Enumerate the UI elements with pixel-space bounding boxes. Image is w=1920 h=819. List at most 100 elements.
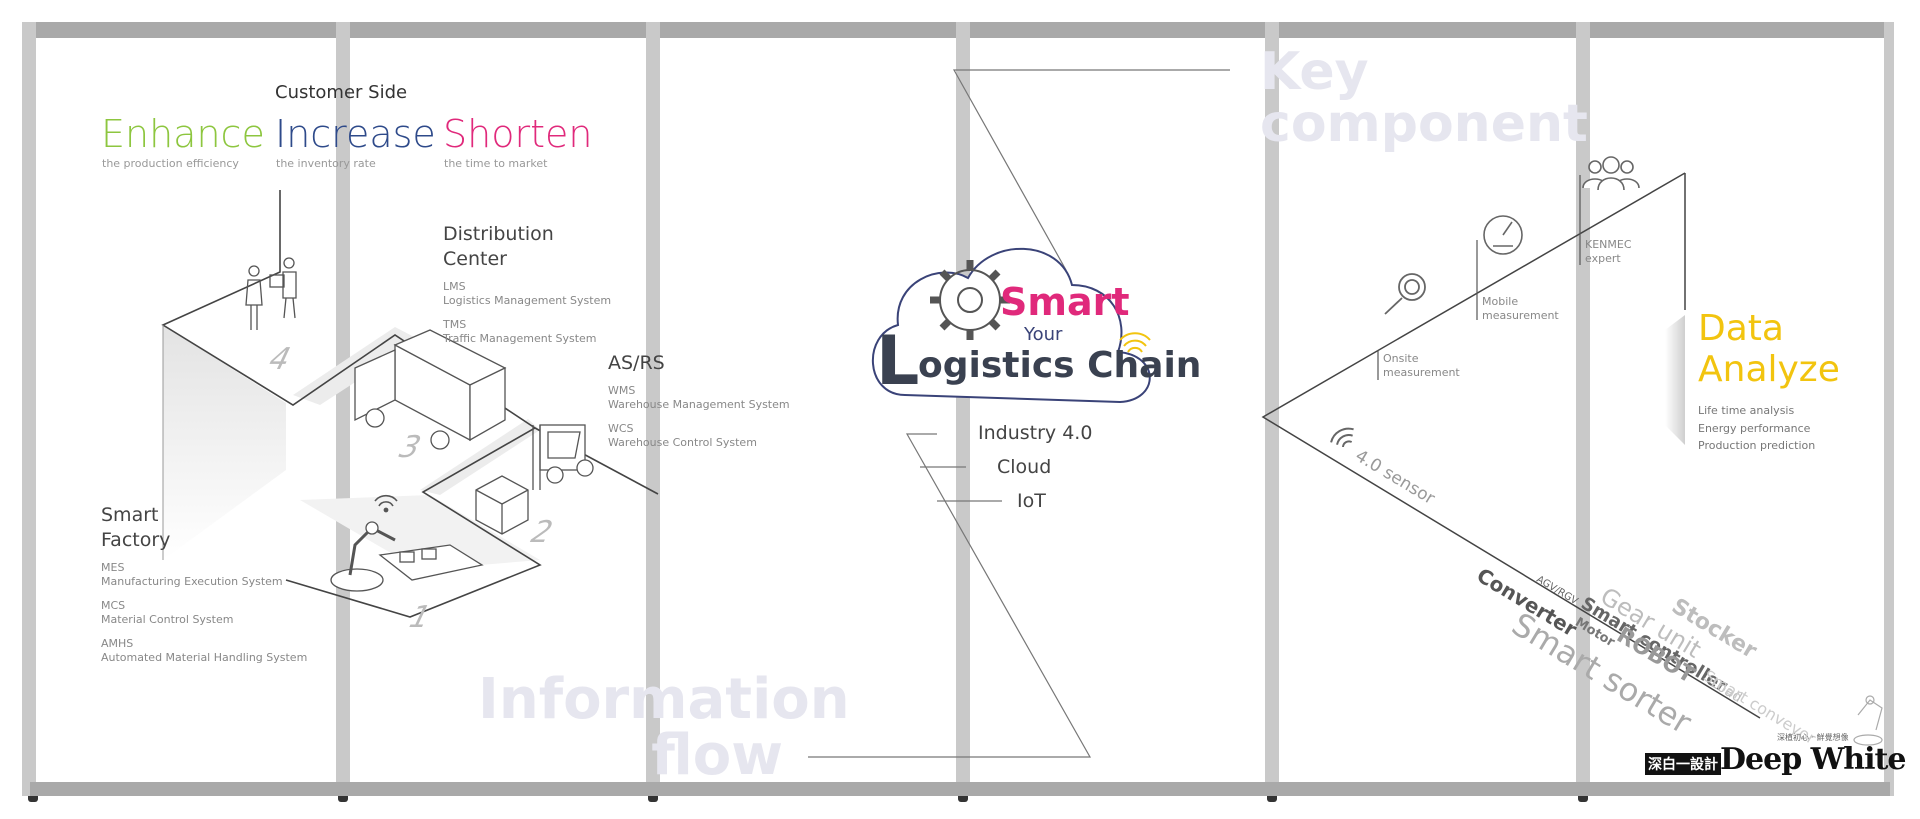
system-item: MCS Material Control System (101, 599, 233, 628)
frame-post (1265, 22, 1279, 796)
panel (1590, 38, 1884, 782)
ghost-line: Information (478, 667, 850, 732)
system-item: MES Manufacturing Execution System (101, 561, 283, 590)
system-name: Warehouse Management System (608, 398, 790, 412)
measurement-line: measurement (1383, 366, 1460, 380)
data-analyze-title: Data Analyze (1698, 308, 1840, 391)
system-abbr: TMS (443, 318, 467, 331)
frame-foot (958, 796, 968, 802)
ghost-line: flow (651, 723, 783, 788)
system-item: WMS Warehouse Management System (608, 384, 790, 413)
distribution-title-line: Center (443, 247, 507, 270)
system-item: TMS Traffic Management System (443, 318, 597, 347)
system-abbr: MCS (101, 599, 126, 612)
system-name: Material Control System (101, 613, 234, 627)
system-abbr: MES (101, 561, 125, 574)
frame-foot (648, 796, 658, 802)
system-item: AMHS Automated Material Handling System (101, 637, 307, 666)
brand-logo-cn: 深白一設計 (1645, 753, 1721, 775)
system-abbr: WMS (608, 384, 636, 397)
chain-item-cloud: Cloud (997, 456, 1052, 478)
info-flow-line (952, 69, 1230, 271)
panel (660, 38, 956, 782)
data-analyze-line: Analyze (1698, 349, 1840, 391)
measurement-line: KENMEC (1585, 238, 1632, 251)
customer-side-label: Customer Side (275, 82, 408, 103)
goal-enhance: Enhance (101, 112, 265, 156)
people-icon (1582, 156, 1640, 191)
key-component-title: Key component (1260, 46, 1588, 150)
frame-post (336, 22, 350, 796)
gear-icon (930, 260, 1010, 340)
measurement-kenmec: KENMEC expert (1585, 238, 1632, 267)
system-abbr: AMHS (101, 637, 134, 650)
system-abbr: LMS (443, 280, 466, 293)
ghost-line: component (1260, 94, 1588, 154)
system-item: LMS Logistics Management System (443, 280, 611, 309)
logo-your: Your (1024, 324, 1063, 345)
ghost-line: Key (1260, 42, 1369, 102)
chain-item-iot: IoT (1017, 490, 1046, 512)
logo-smart: Smart (1000, 280, 1130, 324)
distribution-title-line: Distribution (443, 223, 554, 245)
frame-post (646, 22, 660, 796)
frame-post (956, 22, 970, 796)
system-name: Logistics Management System (443, 294, 612, 308)
goal-shorten: Shorten (443, 112, 593, 156)
goal-increase: Increase (275, 112, 436, 156)
triangle-shadow (1665, 315, 1685, 445)
system-name: Warehouse Control System (608, 436, 757, 450)
sensor-wifi-icon (1330, 427, 1354, 448)
information-flow-title: Information flow (478, 667, 850, 788)
frame-foot (1267, 796, 1277, 802)
robot-arm-illustration (330, 521, 484, 592)
system-name: Automated Material Handling System (101, 651, 308, 665)
smart-factory-title: Smart Factory (101, 503, 170, 552)
distribution-center-title: Distribution Center (443, 222, 554, 271)
logo-text: ogistics Chain (918, 345, 1202, 386)
chain-item-industry: Industry 4.0 (978, 422, 1093, 444)
key-component-triangle (1261, 172, 1761, 719)
brand-logo-en: Deep White (1720, 742, 1906, 777)
goal-enhance-sub: the production efficiency (102, 157, 239, 170)
data-analyze-list: Life time analysis Energy performance Pr… (1698, 402, 1815, 455)
factory-title-line: Smart (101, 504, 159, 526)
forklift-illustration (475, 424, 594, 535)
goal-increase-sub: the inventory rate (276, 157, 376, 170)
data-analyze-item: Energy performance (1698, 421, 1811, 435)
data-analyze-line: Data (1698, 308, 1784, 349)
wifi-icon (374, 494, 398, 513)
asrs-title: AS/RS (608, 352, 665, 374)
stair-shadow (293, 327, 420, 405)
truck-illustration (354, 329, 507, 450)
magnifier-icon (1384, 273, 1426, 315)
data-analyze-item: Production prediction (1698, 439, 1816, 453)
measurement-line: Onsite (1383, 352, 1419, 365)
frame-foot (338, 796, 348, 802)
measurement-line: expert (1585, 252, 1621, 266)
robot-sketch-icon (1853, 695, 1883, 746)
measurement-mobile: Mobile measurement (1482, 295, 1559, 324)
system-abbr: WCS (608, 422, 634, 435)
data-analyze-item: Life time analysis (1698, 404, 1795, 417)
people-illustration (245, 257, 297, 330)
factory-title-line: Factory (101, 528, 171, 551)
system-name: Traffic Management System (443, 332, 597, 346)
frame-foot (1578, 796, 1588, 802)
measurement-onsite: Onsite measurement (1383, 352, 1460, 381)
measurement-line: measurement (1482, 309, 1559, 323)
panel (1279, 38, 1576, 782)
stair-shadow (163, 325, 286, 560)
goal-shorten-sub: the time to market (444, 157, 548, 170)
gauge-icon (1483, 215, 1523, 255)
frame-foot (28, 796, 38, 802)
frame-bottom-rail (30, 782, 1890, 796)
measurement-line: Mobile (1482, 295, 1519, 308)
panel (970, 38, 1265, 782)
brand-tagline: 深植初心 · 鮮覺想像 (1777, 733, 1849, 742)
system-name: Manufacturing Execution System (101, 575, 283, 589)
frame-post (22, 22, 36, 796)
frame-post (1884, 22, 1894, 796)
system-item: WCS Warehouse Control System (608, 422, 757, 451)
